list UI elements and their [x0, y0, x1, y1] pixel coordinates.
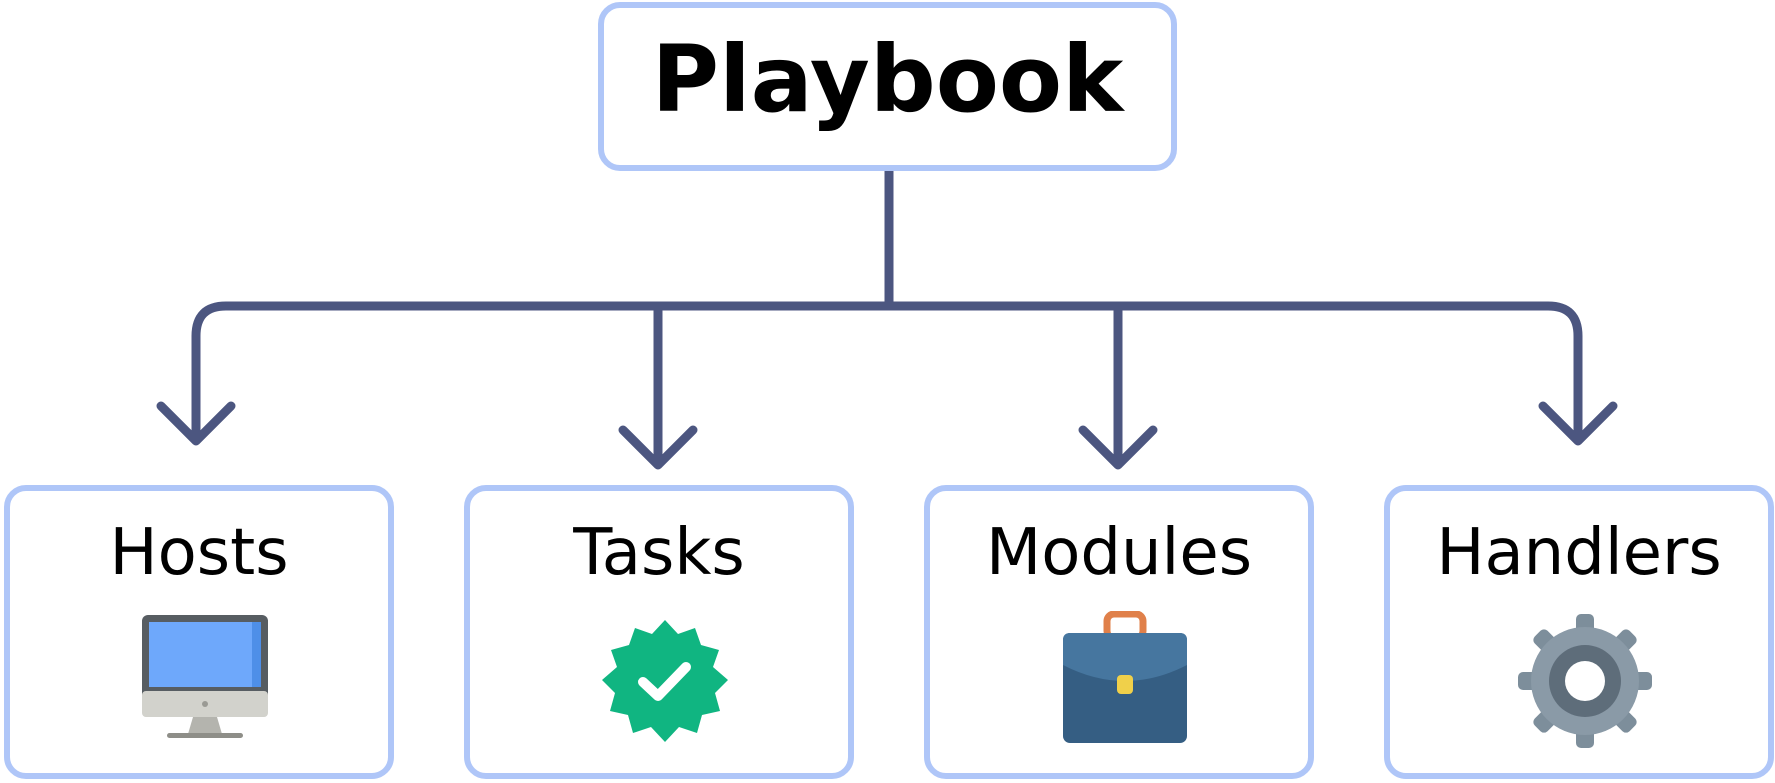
branch-bus-line: [191, 301, 1583, 439]
playbook-node: Playbook: [598, 2, 1177, 171]
verified-badge-icon: [595, 611, 735, 751]
briefcase-icon: [1055, 611, 1195, 751]
arrowhead-hosts: [156, 401, 236, 446]
hosts-node: Hosts: [4, 485, 394, 779]
modules-node: Modules: [924, 485, 1314, 779]
gear-icon: [1515, 611, 1655, 751]
handlers-label: Handlers: [1436, 516, 1722, 590]
arrowhead-tasks: [618, 425, 698, 470]
arrowhead-modules: [1078, 425, 1158, 470]
hosts-label: Hosts: [109, 516, 289, 590]
tasks-label: Tasks: [573, 516, 745, 590]
arrowhead-handlers: [1538, 401, 1618, 446]
tasks-node: Tasks: [464, 485, 854, 779]
monitor-icon: [135, 611, 275, 751]
handlers-node: Handlers: [1384, 485, 1774, 779]
modules-label: Modules: [985, 516, 1253, 590]
playbook-title: Playbook: [651, 26, 1124, 133]
